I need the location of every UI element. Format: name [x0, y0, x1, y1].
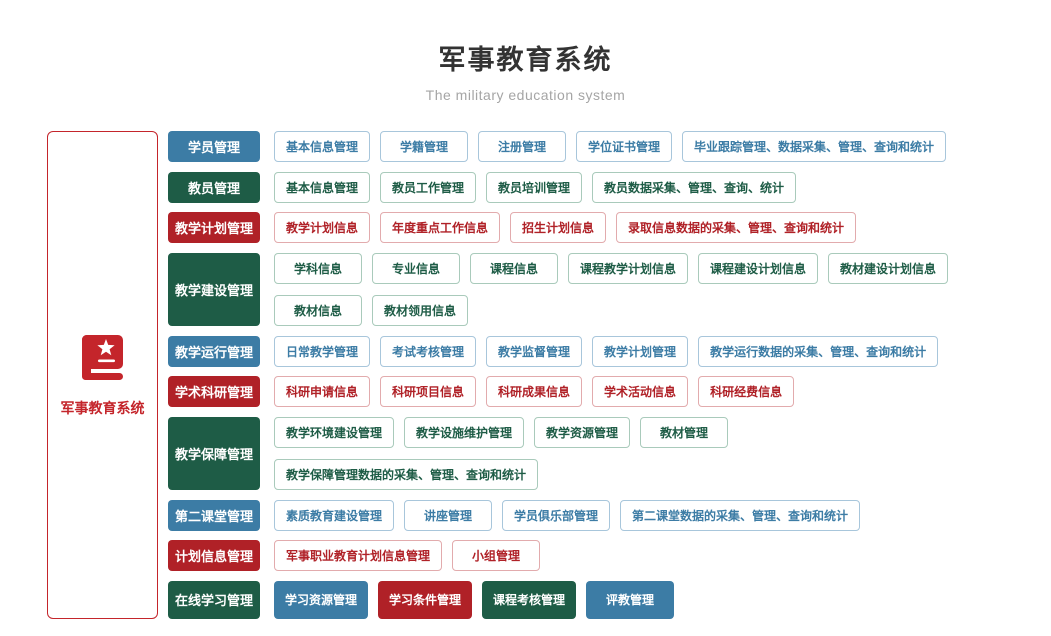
category-row: 学员管理基本信息管理学籍管理注册管理学位证书管理毕业跟踪管理、数据采集、管理、查… — [168, 131, 998, 162]
module-button[interactable]: 第二课堂数据的采集、管理、查询和统计 — [620, 499, 861, 531]
module-button[interactable]: 学员俱乐部管理 — [502, 499, 611, 531]
module-button[interactable]: 教材建设计划信息 — [828, 252, 949, 284]
module-button[interactable]: 学位证书管理 — [576, 131, 673, 162]
module-button[interactable]: 学籍管理 — [380, 131, 469, 162]
module-list: 基本信息管理学籍管理注册管理学位证书管理毕业跟踪管理、数据采集、管理、查询和统计 — [274, 131, 998, 162]
module-button[interactable]: 基本信息管理 — [274, 131, 371, 162]
module-list: 基本信息管理教员工作管理教员培训管理教员数据采集、管理、查询、统计 — [274, 171, 998, 203]
module-button[interactable]: 毕业跟踪管理、数据采集、管理、查询和统计 — [682, 131, 947, 162]
category-button[interactable]: 教学保障管理 — [168, 416, 260, 490]
module-button[interactable]: 注册管理 — [478, 131, 567, 162]
module-button[interactable]: 教学环境建设管理 — [274, 416, 395, 448]
module-list: 教学计划信息年度重点工作信息招生计划信息录取信息数据的采集、管理、查询和统计 — [274, 212, 998, 244]
category-rows: 学员管理基本信息管理学籍管理注册管理学位证书管理毕业跟踪管理、数据采集、管理、查… — [168, 131, 998, 619]
module-button[interactable]: 教员工作管理 — [380, 171, 477, 203]
module-button[interactable]: 教学计划信息 — [274, 212, 371, 244]
category-button[interactable]: 教学运行管理 — [168, 335, 260, 367]
module-button[interactable]: 教材信息 — [274, 294, 362, 326]
module-button[interactable]: 招生计划信息 — [510, 212, 607, 244]
module-list: 教学环境建设管理教学设施维护管理教学资源管理教材管理教学保障管理数据的采集、管理… — [274, 416, 998, 490]
category-row: 教学运行管理日常教学管理考试考核管理教学监督管理教学计划管理教学运行数据的采集、… — [168, 335, 998, 367]
module-button[interactable]: 教学保障管理数据的采集、管理、查询和统计 — [274, 458, 539, 490]
module-button[interactable]: 基本信息管理 — [274, 171, 371, 203]
module-list: 素质教育建设管理讲座管理学员俱乐部管理第二课堂数据的采集、管理、查询和统计 — [274, 499, 998, 531]
book-star-icon — [79, 333, 127, 386]
category-button[interactable]: 教学建设管理 — [168, 252, 260, 326]
module-button[interactable]: 素质教育建设管理 — [274, 499, 395, 531]
category-button[interactable]: 教员管理 — [168, 171, 260, 203]
module-button[interactable]: 教学计划管理 — [592, 335, 689, 367]
category-button[interactable]: 第二课堂管理 — [168, 499, 260, 531]
module-button[interactable]: 科研经费信息 — [698, 376, 795, 408]
module-list: 日常教学管理考试考核管理教学监督管理教学计划管理教学运行数据的采集、管理、查询和… — [274, 335, 998, 367]
category-button[interactable]: 学术科研管理 — [168, 376, 260, 408]
module-button[interactable]: 日常教学管理 — [274, 335, 371, 367]
module-button[interactable]: 讲座管理 — [404, 499, 493, 531]
module-button[interactable]: 教学设施维护管理 — [404, 416, 525, 448]
category-row: 教学建设管理学科信息专业信息课程信息课程教学计划信息课程建设计划信息教材建设计划… — [168, 252, 998, 326]
module-button[interactable]: 军事职业教育计划信息管理 — [274, 540, 443, 572]
module-button[interactable]: 科研申请信息 — [274, 376, 371, 408]
category-row: 计划信息管理军事职业教育计划信息管理小组管理 — [168, 540, 998, 572]
module-list: 科研申请信息科研项目信息科研成果信息学术活动信息科研经费信息 — [274, 376, 998, 408]
module-button[interactable]: 评教管理 — [586, 580, 675, 619]
page-subtitle: The military education system — [425, 87, 626, 103]
category-button[interactable]: 学员管理 — [168, 131, 260, 162]
module-button[interactable]: 教材管理 — [640, 416, 729, 448]
system-root-panel: 军事教育系统 — [47, 131, 158, 619]
module-list: 军事职业教育计划信息管理小组管理 — [274, 540, 998, 572]
module-list: 学习资源管理学习条件管理课程考核管理评教管理 — [274, 580, 998, 619]
module-button[interactable]: 课程考核管理 — [482, 580, 577, 619]
category-row: 在线学习管理学习资源管理学习条件管理课程考核管理评教管理 — [168, 580, 998, 619]
category-button[interactable]: 教学计划管理 — [168, 212, 260, 244]
module-button[interactable]: 考试考核管理 — [380, 335, 477, 367]
page-header: 军事教育系统 The military education system — [0, 0, 1051, 103]
category-row: 教员管理基本信息管理教员工作管理教员培训管理教员数据采集、管理、查询、统计 — [168, 171, 998, 203]
module-button[interactable]: 课程信息 — [470, 252, 558, 284]
module-list: 学科信息专业信息课程信息课程教学计划信息课程建设计划信息教材建设计划信息教材信息… — [274, 252, 998, 326]
module-button[interactable]: 教员培训管理 — [486, 171, 583, 203]
module-button[interactable]: 科研项目信息 — [380, 376, 477, 408]
module-button[interactable]: 录取信息数据的采集、管理、查询和统计 — [616, 212, 857, 244]
category-row: 学术科研管理科研申请信息科研项目信息科研成果信息学术活动信息科研经费信息 — [168, 376, 998, 408]
module-button[interactable]: 年度重点工作信息 — [380, 212, 501, 244]
module-button[interactable]: 教员数据采集、管理、查询、统计 — [592, 171, 797, 203]
module-button[interactable]: 教学运行数据的采集、管理、查询和统计 — [698, 335, 939, 367]
module-button[interactable]: 教学监督管理 — [486, 335, 583, 367]
module-button[interactable]: 学科信息 — [274, 252, 362, 284]
module-button[interactable]: 学习资源管理 — [274, 580, 369, 619]
module-button[interactable]: 专业信息 — [372, 252, 460, 284]
page-title: 军事教育系统 — [438, 45, 613, 75]
module-button[interactable]: 教材领用信息 — [372, 294, 469, 326]
module-button[interactable]: 科研成果信息 — [486, 376, 583, 408]
module-button[interactable]: 教学资源管理 — [534, 416, 631, 448]
system-map: 军事教育系统 学员管理基本信息管理学籍管理注册管理学位证书管理毕业跟踪管理、数据… — [0, 131, 1051, 619]
module-button[interactable]: 学术活动信息 — [592, 376, 689, 408]
module-button[interactable]: 课程建设计划信息 — [698, 252, 819, 284]
module-button[interactable]: 课程教学计划信息 — [568, 252, 689, 284]
module-button[interactable]: 学习条件管理 — [378, 580, 473, 619]
category-row: 教学计划管理教学计划信息年度重点工作信息招生计划信息录取信息数据的采集、管理、查… — [168, 212, 998, 244]
system-root-label: 军事教育系统 — [60, 399, 145, 416]
category-button[interactable]: 在线学习管理 — [168, 580, 260, 619]
category-button[interactable]: 计划信息管理 — [168, 540, 260, 572]
category-row: 第二课堂管理素质教育建设管理讲座管理学员俱乐部管理第二课堂数据的采集、管理、查询… — [168, 499, 998, 531]
module-button[interactable]: 小组管理 — [452, 540, 541, 572]
category-row: 教学保障管理教学环境建设管理教学设施维护管理教学资源管理教材管理教学保障管理数据… — [168, 416, 998, 490]
